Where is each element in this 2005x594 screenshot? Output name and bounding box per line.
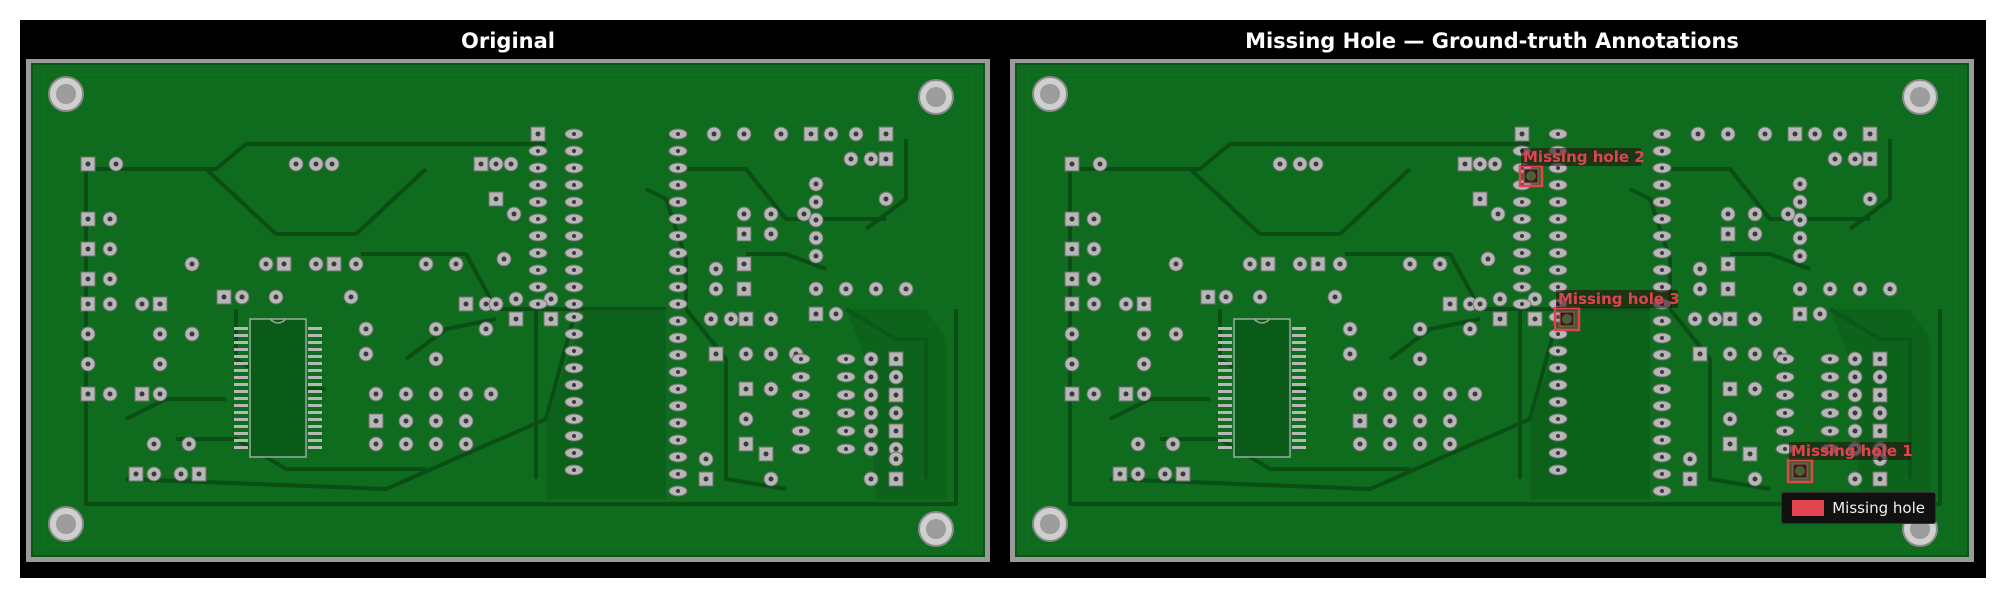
legend: Missing hole (1781, 492, 1936, 524)
left-panel-title: Original (461, 29, 555, 53)
annotated-pcb-image: Missing hole 2 Missing hole 3 Missing ho… (1010, 59, 1974, 562)
annotation-label: Missing hole 2 (1523, 148, 1645, 166)
right-panel-title: Missing Hole — Ground-truth Annotations (1245, 29, 1739, 53)
annotation-missing-hole-2: Missing hole 2 (1518, 148, 1645, 188)
legend-label: Missing hole (1832, 499, 1925, 517)
annotation-missing-hole-1: Missing hole 1 (1786, 442, 1913, 484)
annotation-missing-hole-3: Missing hole 3 (1553, 290, 1680, 332)
annotation-label: Missing hole 1 (1791, 442, 1913, 460)
legend-swatch (1792, 500, 1825, 516)
original-pcb-image (26, 59, 990, 562)
annotation-label: Missing hole 3 (1558, 290, 1680, 308)
